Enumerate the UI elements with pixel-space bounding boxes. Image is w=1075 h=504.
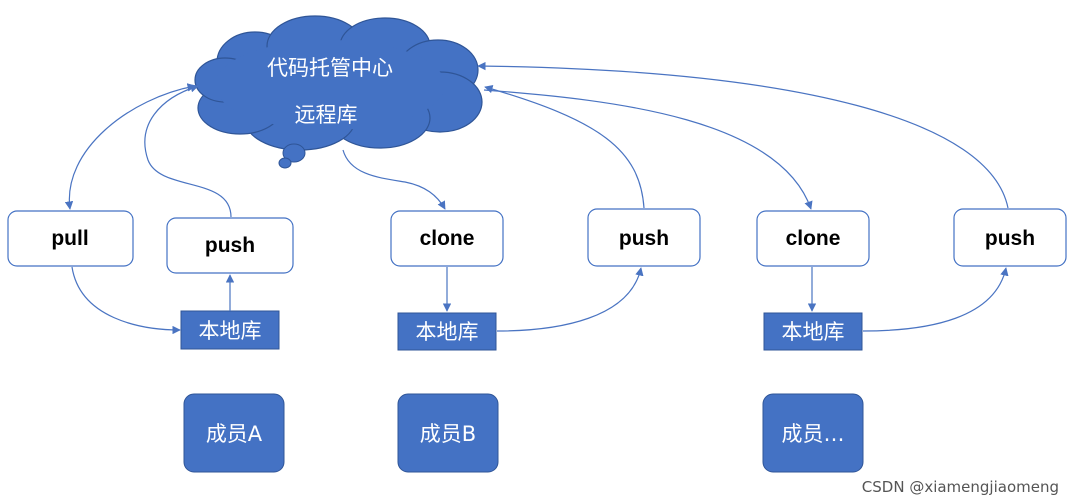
- arrow-push-a-to-cloud: [144, 84, 232, 218]
- push-box-c: [953, 208, 1067, 267]
- arrow-cloud-to-pull: [64, 83, 196, 210]
- member-more-label: 成员…: [782, 422, 845, 446]
- local-repo-c: [763, 312, 863, 351]
- watermark: CSDN @xiamengjiaomeng: [861, 478, 1059, 496]
- local-repo-label-a: 本地库: [199, 319, 262, 343]
- clone-box-c: [756, 210, 870, 267]
- push-box-a: [166, 217, 294, 274]
- group-member-more: clone push 本地库 成员…: [756, 208, 1067, 473]
- push-label-a: push: [205, 234, 255, 257]
- clone-label-c: clone: [786, 227, 841, 250]
- push-box-b: [587, 208, 701, 267]
- clone-box-b: [390, 210, 504, 267]
- member-b-box: [397, 393, 499, 473]
- push-label-c: push: [985, 227, 1035, 250]
- arrow-push-b-to-cloud: [484, 85, 645, 209]
- remote-repo-cloud: 代码托管中心 远程库: [194, 15, 483, 169]
- member-b-label: 成员B: [420, 422, 476, 446]
- local-repo-b: [397, 312, 497, 351]
- arrow-cloud-to-clone-c: [483, 89, 813, 210]
- arrow-cloud-to-clone-b: [342, 149, 446, 210]
- arrow-local-b-to-push: [496, 267, 644, 332]
- local-repo-label-c: 本地库: [782, 320, 845, 344]
- member-more-box: [762, 393, 864, 473]
- pull-box: [7, 210, 134, 267]
- clone-label-b: clone: [420, 227, 475, 250]
- local-repo-a: [180, 310, 280, 350]
- push-label-b: push: [619, 227, 669, 250]
- arrow-pull-to-local-a: [71, 266, 181, 335]
- local-repo-label-b: 本地库: [416, 320, 479, 344]
- connector-arrows: [64, 61, 1009, 335]
- arrow-push-c-to-cloud: [477, 61, 1009, 209]
- cloud-subtitle: 远程库: [295, 103, 358, 127]
- arrow-local-c-to-push: [862, 267, 1009, 332]
- member-a-label: 成员A: [206, 422, 263, 446]
- cloud-title: 代码托管中心: [267, 56, 393, 80]
- member-a-box: [183, 393, 285, 473]
- group-member-b: clone push 本地库 成员B: [390, 208, 701, 473]
- pull-label: pull: [51, 227, 88, 250]
- group-member-a: pull push 本地库 成员A: [7, 210, 294, 473]
